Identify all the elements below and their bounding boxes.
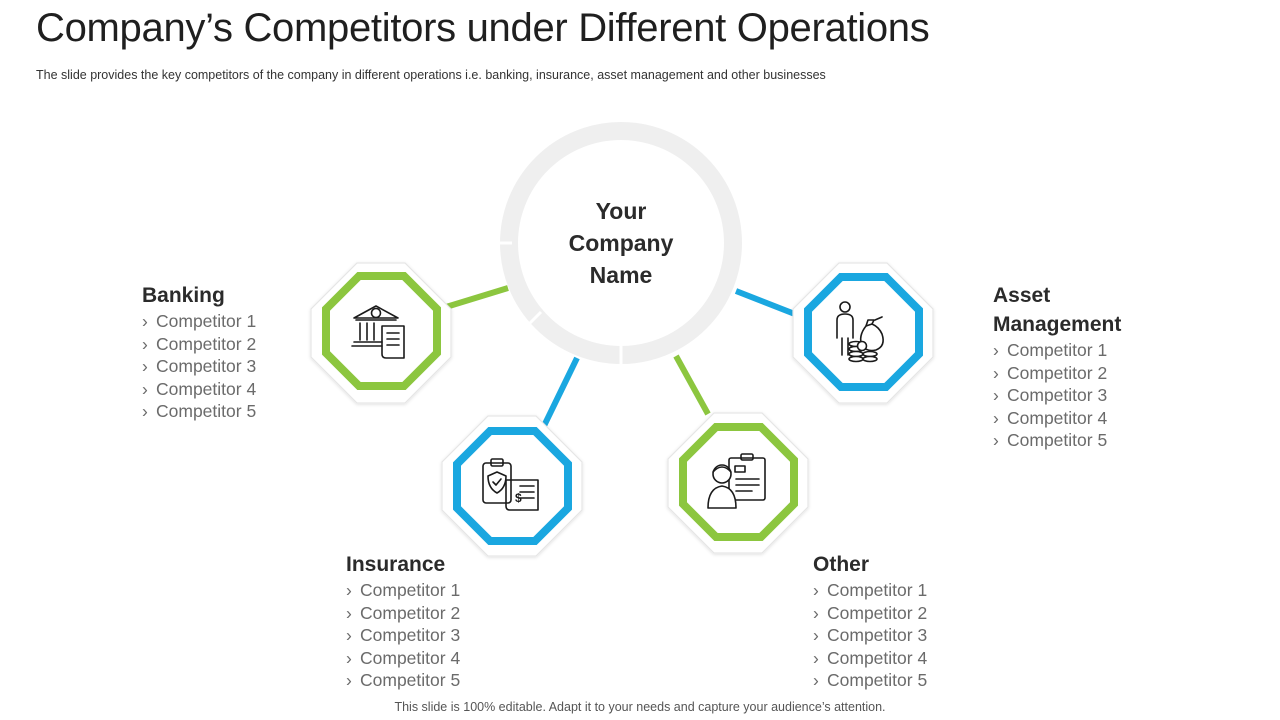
banking-group: Banking Competitor 1 Competitor 2 Compet… bbox=[142, 281, 342, 423]
list-item: Competitor 4 bbox=[993, 407, 1153, 430]
asset-management-title: Asset Management bbox=[993, 284, 1122, 336]
list-item: Competitor 5 bbox=[346, 669, 546, 692]
list-item: Competitor 3 bbox=[346, 624, 546, 647]
dollar-sign-icon: $ bbox=[515, 491, 522, 505]
list-item: Competitor 2 bbox=[346, 602, 546, 625]
company-name-line: Name bbox=[589, 262, 653, 288]
footer-note: This slide is 100% editable. Adapt it to… bbox=[394, 700, 886, 714]
list-item: Competitor 1 bbox=[813, 579, 1013, 602]
list-item: Competitor 3 bbox=[813, 624, 1013, 647]
list-item: Competitor 1 bbox=[993, 339, 1153, 362]
list-item: Competitor 3 bbox=[142, 355, 342, 378]
company-name-line: Your bbox=[595, 198, 647, 224]
person-presentation-icon bbox=[707, 453, 766, 509]
insurance-list: Competitor 1 Competitor 2 Competitor 3 C… bbox=[346, 579, 546, 692]
list-item: Competitor 2 bbox=[993, 362, 1153, 385]
other-node bbox=[667, 412, 809, 554]
insurance-node: $ bbox=[441, 415, 583, 557]
list-item: Competitor 5 bbox=[142, 400, 342, 423]
list-item: Competitor 5 bbox=[993, 429, 1153, 452]
asset-management-group: Asset Management Competitor 1 Competitor… bbox=[993, 281, 1153, 452]
list-item: Competitor 1 bbox=[346, 579, 546, 602]
banking-title: Banking bbox=[142, 284, 225, 307]
list-item: Competitor 4 bbox=[346, 647, 546, 670]
asset-node bbox=[792, 262, 934, 404]
insurance-policy-icon bbox=[482, 458, 539, 511]
list-item: Competitor 5 bbox=[813, 669, 1013, 692]
investor-money-bag-icon bbox=[836, 301, 884, 363]
other-title: Other bbox=[813, 553, 870, 576]
list-item: Competitor 2 bbox=[813, 602, 1013, 625]
banking-list: Competitor 1 Competitor 2 Competitor 3 C… bbox=[142, 310, 342, 423]
list-item: Competitor 2 bbox=[142, 333, 342, 356]
slide-title: Company’s Competitors under Different Op… bbox=[36, 6, 930, 50]
list-item: Competitor 4 bbox=[813, 647, 1013, 670]
slide-subtitle: The slide provides the key competitors o… bbox=[36, 68, 826, 82]
connector-insurance bbox=[539, 356, 580, 432]
other-list: Competitor 1 Competitor 2 Competitor 3 C… bbox=[813, 579, 1013, 692]
bank-bitcoin-icon bbox=[351, 305, 405, 359]
insurance-group: Insurance Competitor 1 Competitor 2 Comp… bbox=[346, 550, 546, 692]
other-group: Other Competitor 1 Competitor 2 Competit… bbox=[813, 550, 1013, 692]
connector-banking bbox=[445, 285, 509, 310]
company-name-line: Company bbox=[568, 230, 674, 256]
insurance-title: Insurance bbox=[346, 553, 446, 576]
asset-management-list: Competitor 1 Competitor 2 Competitor 3 C… bbox=[993, 339, 1153, 452]
list-item: Competitor 1 bbox=[142, 310, 342, 333]
connector-other bbox=[673, 354, 711, 416]
list-item: Competitor 4 bbox=[142, 378, 342, 401]
company-name: Your Company Name bbox=[521, 195, 721, 291]
list-item: Competitor 3 bbox=[993, 384, 1153, 407]
